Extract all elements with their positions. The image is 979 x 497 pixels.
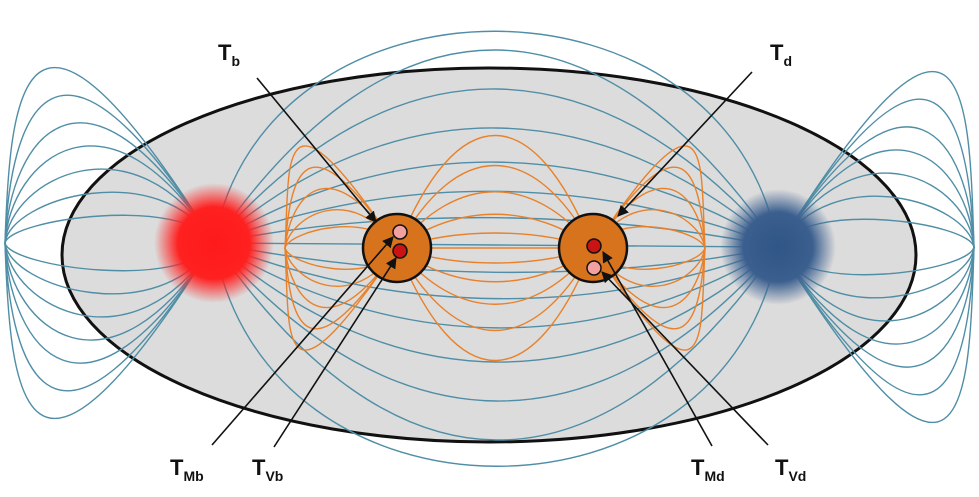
blue-left-loop [4, 145, 215, 244]
blue-bottom-arc [213, 242, 779, 467]
blue-pole-line [213, 242, 779, 248]
blue-right-loop [777, 246, 975, 368]
blue-pole-line [213, 242, 779, 300]
arrow-t-d [617, 71, 753, 217]
label-t-b: Tb [218, 40, 240, 69]
right-light-dot [586, 260, 602, 276]
orange-left-loop [284, 145, 398, 249]
blue-pole-line [213, 242, 779, 274]
blue-right-loop [777, 70, 975, 248]
orange-right-loop [592, 166, 706, 249]
label-t-mb: TMb [170, 455, 204, 484]
label-t-vb: TVb [252, 455, 283, 484]
orange-left-loop [284, 166, 398, 249]
arrow-t-vd [601, 271, 769, 446]
left-dark-dot [392, 243, 408, 259]
blue-left-loop [4, 242, 215, 392]
orange-right-loop [592, 145, 706, 249]
blue-field-lines [4, 30, 975, 467]
blue-left-loop [4, 242, 215, 341]
blue-pole-line [213, 88, 779, 248]
blue-right-loop [777, 246, 975, 424]
orange-spindle-line [396, 247, 594, 331]
left-pole [154, 183, 274, 303]
blue-right-loop [777, 149, 975, 248]
arrow-t-mb [211, 236, 394, 446]
cell-ellipse [60, 66, 918, 444]
blue-right-loop [777, 126, 975, 248]
blue-left-loop [4, 242, 215, 420]
blue-pole-line [213, 216, 779, 248]
arrow-t-b [256, 77, 377, 223]
orange-left-loop [284, 247, 398, 330]
blue-right-loop [777, 246, 975, 396]
arrow-t-md [602, 251, 713, 447]
blue-left-loop [4, 94, 215, 244]
label-t-vd: TVd [775, 455, 806, 484]
orange-spindle-line [396, 247, 594, 362]
blue-right-loop [777, 246, 975, 345]
orange-left-loop [284, 247, 398, 309]
blue-left-loop [4, 242, 215, 364]
blue-right-loop [777, 98, 975, 248]
blue-left-loop [4, 66, 215, 244]
left-light-dot [392, 224, 408, 240]
arrow-t-vb [273, 257, 397, 448]
label-t-d: Td [770, 40, 792, 69]
label-t-md: TMd [691, 455, 725, 484]
orange-spindle-line [396, 165, 594, 249]
blue-pole-line [213, 242, 779, 402]
blue-top-arc [213, 30, 779, 248]
blue-pole-line [213, 127, 779, 248]
orange-spindle-line [396, 134, 594, 249]
right-pole [720, 189, 836, 305]
blue-left-loop [4, 122, 215, 244]
right-dark-dot [586, 238, 602, 254]
blue-pole-line [213, 49, 779, 248]
orange-right-loop [592, 247, 706, 309]
